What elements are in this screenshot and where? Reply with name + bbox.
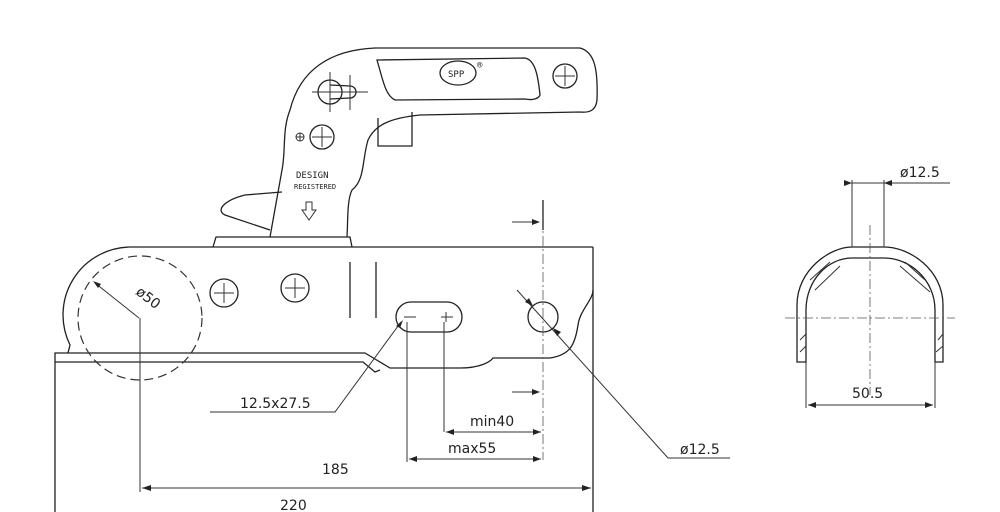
registered-mark: ® — [477, 61, 483, 71]
dim-min40: min40 — [470, 414, 514, 430]
dim-hole: ø12.5 — [680, 442, 720, 458]
coupling-body — [54, 200, 594, 512]
design-label: DESIGN — [296, 171, 329, 181]
section-hole-diameter: ø12.5 — [900, 165, 940, 181]
section-view: ø12.5 50.5 — [785, 165, 955, 408]
dimensions: ø50 12.5x27.5 min40 max55 185 220 ø12.5 — [93, 281, 730, 512]
dim-slot: 12.5x27.5 — [240, 396, 311, 412]
dim-max55: max55 — [448, 441, 496, 457]
registered-label: REGISTERED — [294, 183, 336, 191]
dim-ball-diameter: ø50 — [133, 284, 164, 313]
dim-220: 220 — [280, 498, 307, 512]
spp-logo — [439, 60, 477, 86]
down-arrow-icon — [301, 201, 317, 221]
dim-185: 185 — [322, 462, 349, 478]
lever-handle: SPP ® DESIGN REGISTERED — [212, 47, 598, 248]
section-width: 50.5 — [852, 386, 883, 402]
logo-text: SPP — [448, 70, 465, 80]
